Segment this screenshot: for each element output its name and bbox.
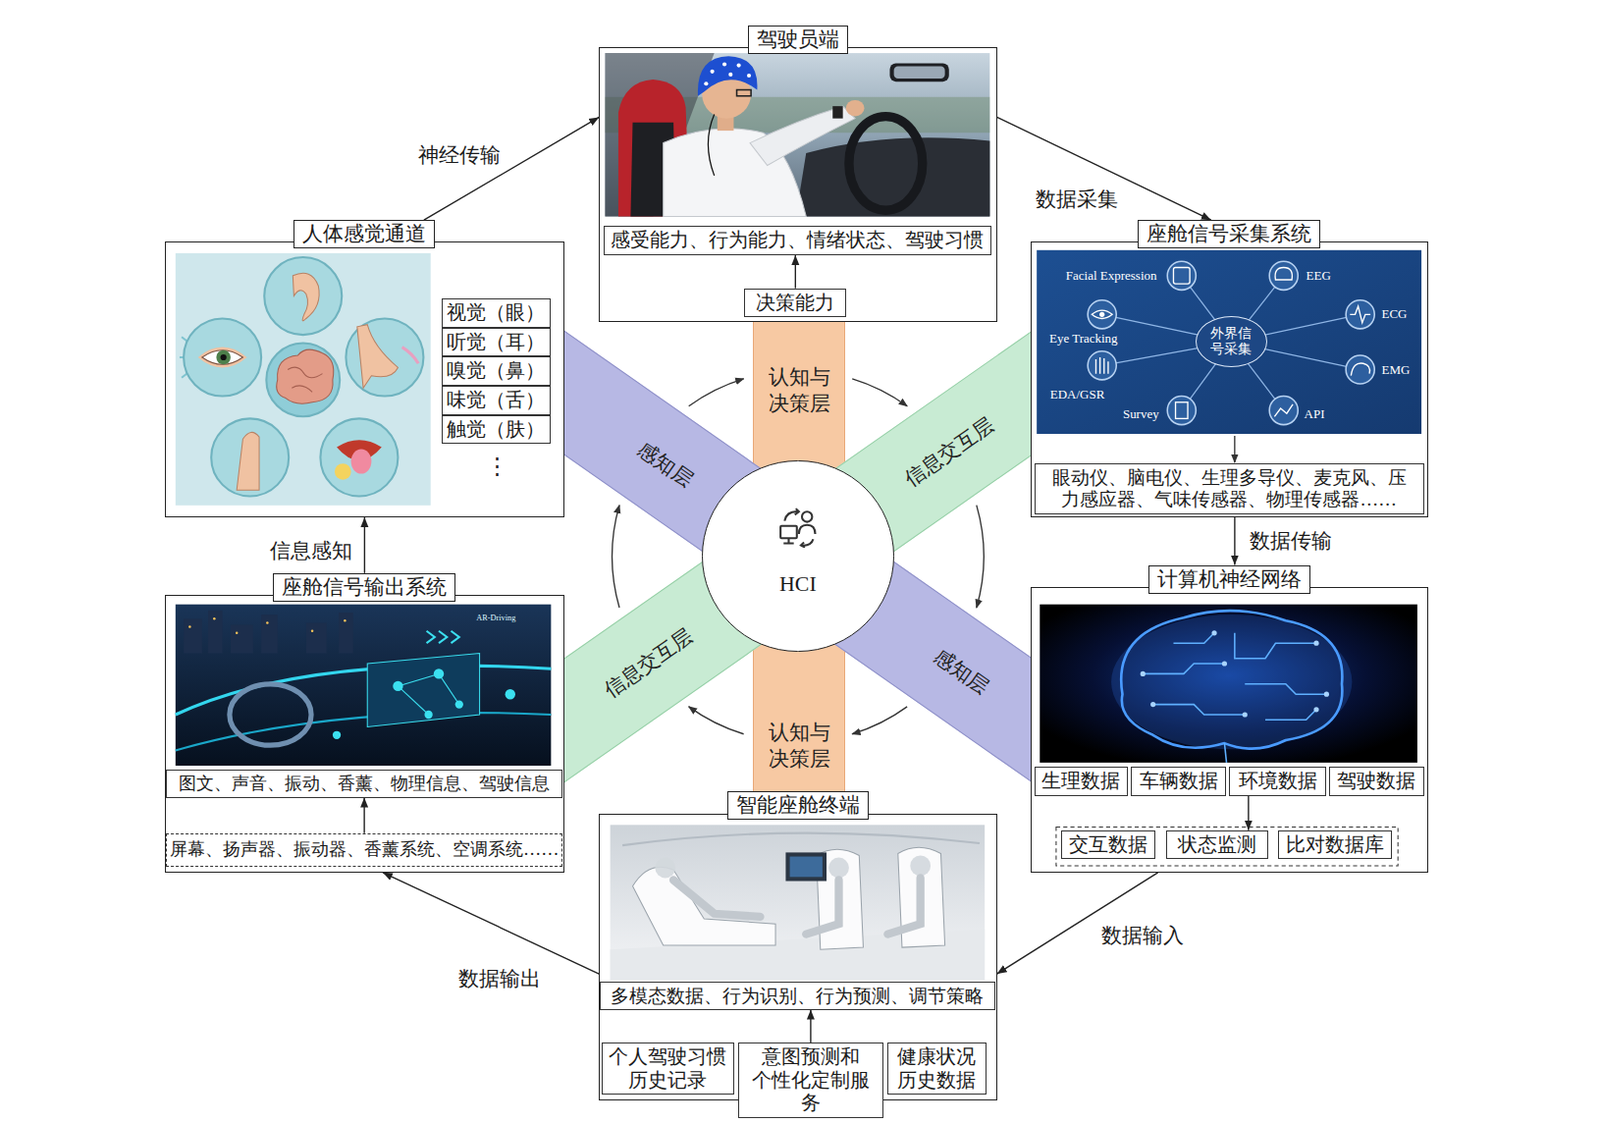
result-cell: 交互数据: [1061, 830, 1157, 860]
driver-panel: 驾驶员端感受能力、行为能力、情绪状态、驾驶习惯决策能力: [598, 47, 997, 323]
node-text: 环境数据: [1238, 769, 1318, 794]
sensor-list: 眼动仪、脑电仪、生理多导仪、麦克风、压 力感应器、气味传感器、物理传感器……: [1034, 463, 1425, 515]
sense-item: 听觉（耳）: [441, 327, 551, 358]
hci-hub: HCI: [701, 460, 894, 652]
driver-photo: [604, 53, 990, 216]
attribute-strip: 感受能力、行为能力、情绪状态、驾驶习惯: [603, 225, 992, 256]
ellipsis-mark: ⋮: [485, 452, 509, 480]
connector-arrow: [424, 116, 599, 220]
signal-name: API: [1304, 406, 1326, 423]
node-text: 健康状况 历史数据: [891, 1045, 983, 1092]
connector-arrow: [795, 255, 797, 289]
senses-illustration: [175, 253, 431, 506]
leader-arrow: [1233, 435, 1235, 463]
device-list: 屏幕、扬声器、振动器、香薰系统、空调系统……: [165, 833, 563, 867]
connector-arrow: [1247, 796, 1249, 831]
node-text: 状态监测: [1177, 833, 1257, 857]
panel-title: 座舱信号输出系统: [272, 573, 456, 602]
node-text: 屏幕、扬声器、振动器、香薰系统、空调系统……: [169, 839, 559, 861]
layer-label: 信息交互层: [597, 621, 698, 702]
panel-title: 座舱信号采集系统: [1137, 219, 1321, 249]
result-cell: 比对数据库: [1278, 830, 1392, 860]
layer-label: 认知与 决策层: [762, 363, 837, 417]
node-text: 视觉（眼）: [446, 301, 545, 325]
hci-icon: [776, 505, 820, 549]
node-text: 图文、声音、振动、香薰、物理信息、驾驶信息: [178, 772, 550, 795]
node-text: 味觉（舌）: [446, 388, 545, 413]
node-text: 外界信 号采集: [1208, 325, 1255, 358]
data-cell: 环境数据: [1228, 766, 1327, 797]
layer-label: 感知层: [928, 641, 995, 699]
sense-item: 味觉（舌）: [441, 385, 551, 416]
output-panel: 座舱信号输出系统图文、声音、振动、香薰、物理信息、驾驶信息屏幕、扬声器、振动器、…: [164, 594, 564, 873]
signal-network-graphic: [1036, 250, 1422, 434]
node-text: 多模态数据、行为识别、行为预测、调节策略: [610, 984, 984, 1008]
layer-label: 信息交互层: [898, 410, 999, 491]
sense-item: 触觉（肤）: [441, 415, 551, 445]
signal-name: EDA/GSR: [1050, 386, 1106, 403]
data-cell: 生理数据: [1034, 766, 1129, 797]
function-strip: 多模态数据、行为识别、行为预测、调节策略: [599, 981, 996, 1011]
node-text: 听觉（耳）: [446, 330, 545, 355]
output-strip: 图文、声音、振动、香薰、物理信息、驾驶信息: [165, 769, 563, 798]
sense-item: 嗅觉（鼻）: [441, 356, 551, 386]
cockpit-image: [175, 604, 552, 766]
acquisition-panel: 座舱信号采集系统外界信 号采集眼动仪、脑电仪、生理多导仪、麦克风、压 力感应器、…: [1030, 241, 1429, 518]
layer-label: 感知层: [633, 434, 699, 492]
dashed-group-frame: [1056, 826, 1398, 866]
edge-label: 数据采集: [1032, 187, 1121, 213]
node-text: 意图预测和 个性化定制服务: [742, 1045, 880, 1116]
edge-label: 神经传输: [415, 143, 504, 168]
edge-label: 数据输入: [1098, 923, 1187, 949]
result-cell: 状态监测: [1166, 830, 1269, 860]
signal-name: Facial Expression: [1066, 267, 1158, 284]
network-panel: 计算机神经网络生理数据车辆数据环境数据驾驶数据交互数据状态监测比对数据库: [1030, 586, 1429, 873]
edge-label: 信息感知: [266, 538, 356, 564]
connector-arrow: [382, 872, 599, 974]
node-text: 交互数据: [1068, 833, 1148, 857]
connector-arrow: [997, 116, 1212, 220]
panel-title: 智能座舱终端: [727, 791, 869, 820]
service-box: 健康状况 历史数据: [887, 1042, 987, 1095]
signal-name: Eye Tracking: [1049, 330, 1119, 347]
sense-item: 视觉（眼）: [441, 298, 551, 328]
service-box: 意图预测和 个性化定制服务: [738, 1042, 884, 1119]
service-box: 个人驾驶习惯 历史记录: [601, 1042, 735, 1095]
signal-hub: 外界信 号采集: [1195, 316, 1268, 368]
decision-box: 决策能力: [744, 288, 847, 319]
screen-caption: AR-Driving: [476, 613, 516, 624]
node-text: 决策能力: [755, 291, 835, 316]
node-text: 感受能力、行为能力、情绪状态、驾驶习惯: [610, 228, 984, 253]
node-text: 眼动仪、脑电仪、生理多导仪、麦克风、压 力感应器、气味传感器、物理传感器……: [1038, 467, 1421, 512]
signal-name: ECG: [1382, 306, 1408, 322]
connector-arrow: [1233, 517, 1235, 566]
data-cell: 车辆数据: [1130, 766, 1227, 797]
data-cell: 驾驶数据: [1329, 766, 1425, 797]
signal-name: Survey: [1122, 406, 1160, 423]
terminal-panel: 智能座舱终端多模态数据、行为识别、行为预测、调节策略个人驾驶习惯 历史记录意图预…: [598, 813, 997, 1101]
panel-title: 驾驶员端: [747, 25, 849, 54]
node-text: 车辆数据: [1139, 769, 1219, 794]
node-text: 嗅觉（鼻）: [446, 359, 545, 383]
layer-label: 认知与 决策层: [762, 718, 837, 772]
edge-label: 数据传输: [1246, 529, 1335, 554]
signal-name: EMG: [1382, 362, 1411, 378]
edge-label: 数据输出: [455, 966, 544, 992]
connector-arrow: [809, 1010, 811, 1043]
node-text: 生理数据: [1041, 769, 1120, 794]
node-text: 触觉（肤）: [446, 418, 545, 442]
connector-arrow: [364, 517, 366, 574]
node-text: 个人驾驶习惯 历史记录: [605, 1045, 731, 1092]
node-text: 驾驶数据: [1336, 769, 1416, 794]
cabin-image: [610, 824, 986, 980]
panel-title: 计算机神经网络: [1148, 565, 1311, 594]
panel-title: 人体感觉通道: [293, 219, 435, 249]
node-text: 比对数据库: [1285, 833, 1385, 857]
neural-network-image: [1039, 604, 1418, 763]
node-text: HCI: [779, 571, 817, 597]
signal-name: EEG: [1306, 267, 1332, 284]
connector-arrow: [363, 798, 365, 834]
